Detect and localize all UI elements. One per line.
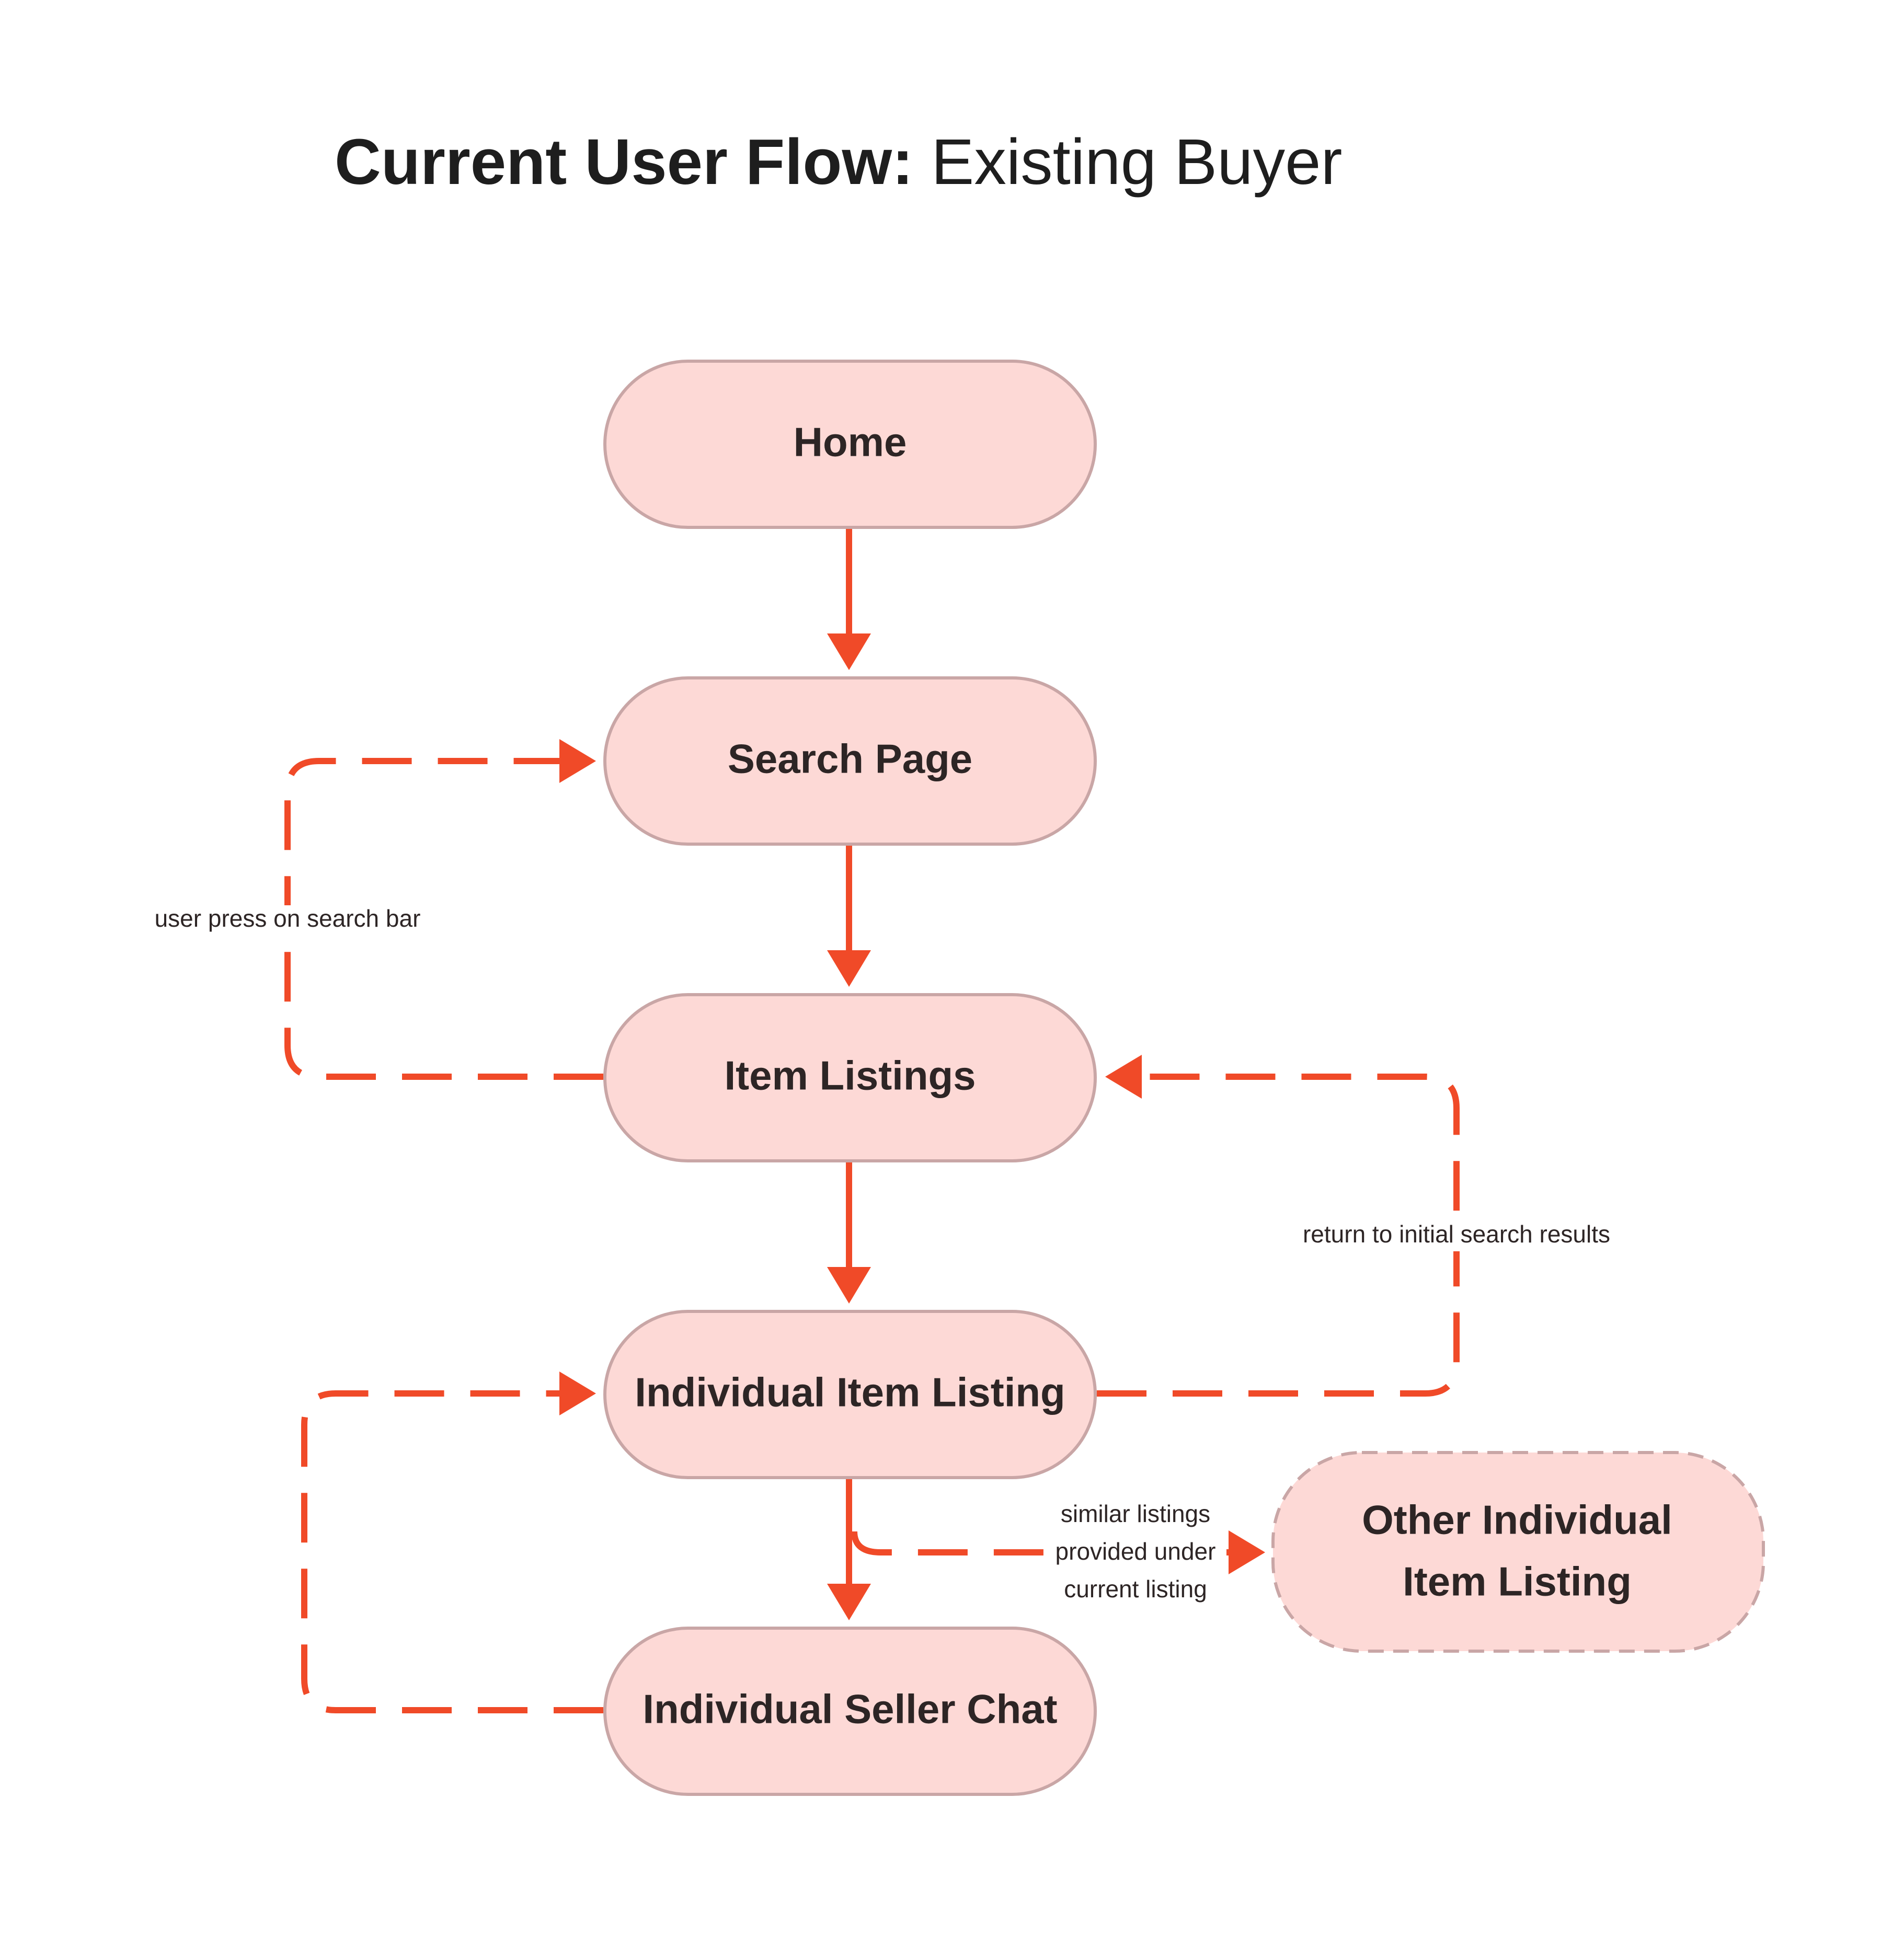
edge-label-user-press-on-search-bar: user press on search bar <box>155 905 421 932</box>
node-item-listings-label: Item Listings <box>724 1053 976 1099</box>
edge-label-provided-under: provided under <box>1056 1538 1216 1565</box>
node-search-page-label: Search Page <box>728 736 972 782</box>
title-light-part: Existing Buyer <box>913 126 1342 198</box>
edge-individual-item-listing-to-other-listing <box>851 1531 1234 1555</box>
arrowhead-seller-chat-to-individual-item-listing <box>559 1372 596 1415</box>
node-individual-seller-chat-label: Individual Seller Chat <box>643 1686 1057 1732</box>
edge-label-bg-similar <box>1045 1496 1226 1611</box>
arrowhead-individual-item-listing-to-other-listing <box>1229 1530 1265 1574</box>
edge-label-bg-search-bar <box>141 905 434 936</box>
edge-label-similar-listings: similar listings <box>1061 1500 1210 1527</box>
arrowhead-individual-item-listing-to-seller-chat <box>827 1584 871 1620</box>
node-home-label: Home <box>794 419 907 465</box>
node-other-individual-item-listing: Other Individual Item Listing <box>1271 1451 1765 1653</box>
node-search-page: Search Page <box>603 676 1097 846</box>
node-other-individual-item-listing-line2: Item Listing <box>1403 1559 1632 1605</box>
node-individual-seller-chat: Individual Seller Chat <box>603 1627 1097 1796</box>
node-individual-item-listing: Individual Item Listing <box>603 1310 1097 1479</box>
diagram-title: Current User Flow: Existing Buyer <box>335 126 1342 198</box>
arrowhead-item-listings-to-search-page <box>559 739 596 783</box>
node-item-listings: Item Listings <box>603 993 1097 1162</box>
edge-label-current-listing: current listing <box>1064 1575 1207 1603</box>
arrowhead-search-page-to-item-listings <box>827 950 871 987</box>
node-individual-item-listing-label: Individual Item Listing <box>635 1369 1065 1415</box>
title-bold-part: Current User Flow: <box>335 126 913 198</box>
arrowhead-home-to-search-page <box>827 633 871 670</box>
edge-label-return-to-initial-search-results: return to initial search results <box>1303 1220 1610 1248</box>
node-home: Home <box>603 360 1097 529</box>
arrowhead-item-listings-to-individual-item-listing <box>827 1267 871 1304</box>
edge-label-bg-return <box>1284 1221 1629 1251</box>
edge-seller-chat-to-individual-item-listing <box>301 1390 603 1713</box>
edge-individual-item-listing-to-item-listings <box>1097 1074 1460 1397</box>
node-other-individual-item-listing-line1: Other Individual <box>1362 1497 1672 1543</box>
arrowhead-individual-item-listing-to-item-listings <box>1105 1055 1142 1099</box>
